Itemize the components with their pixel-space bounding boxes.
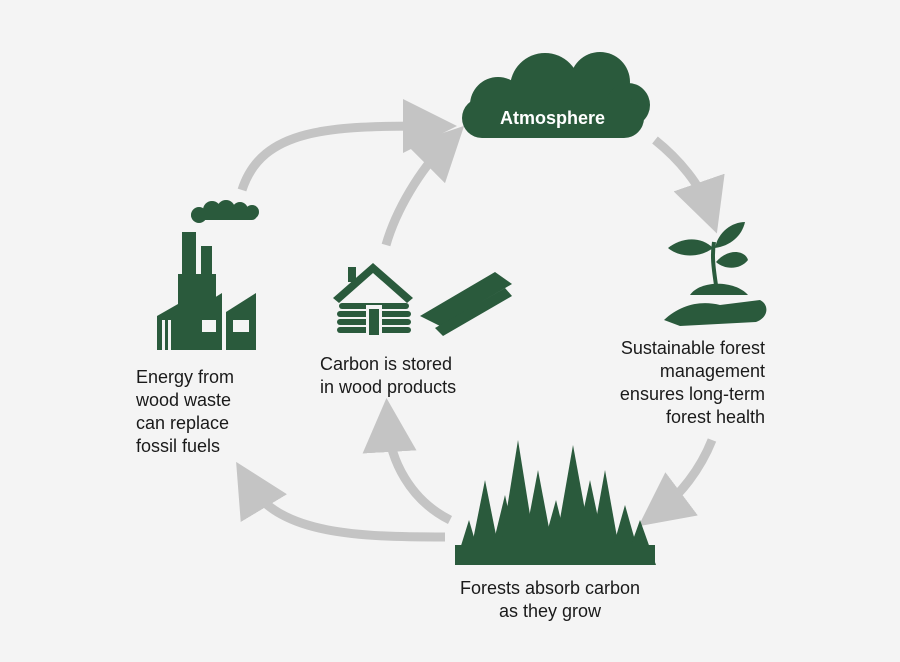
arrow-sustainable-to-forests (638, 438, 717, 527)
atmosphere-label: Atmosphere (499, 108, 606, 128)
cloud-icon (462, 52, 650, 138)
sustainable-management-label: Sustainable forest management ensures lo… (619, 338, 765, 427)
arrow-cabin-to-atmosphere (381, 125, 465, 247)
forest-icon (455, 440, 656, 565)
forests-label: Forests absorb carbon as they grow (459, 578, 641, 621)
wood-products-label: Carbon is stored in wood products (320, 354, 457, 397)
seedling-in-hand-icon (664, 222, 767, 326)
energy-label: Energy from wood waste can replace fossi… (136, 367, 235, 456)
arrow-forests-to-factory (236, 461, 446, 542)
log-cabin-and-lumber-icon (333, 263, 512, 336)
arrow-factory-to-atmosphere (237, 99, 457, 192)
arrow-atmosphere-to-sustainable (652, 136, 725, 234)
arrow-forests-to-cabin (362, 398, 453, 525)
